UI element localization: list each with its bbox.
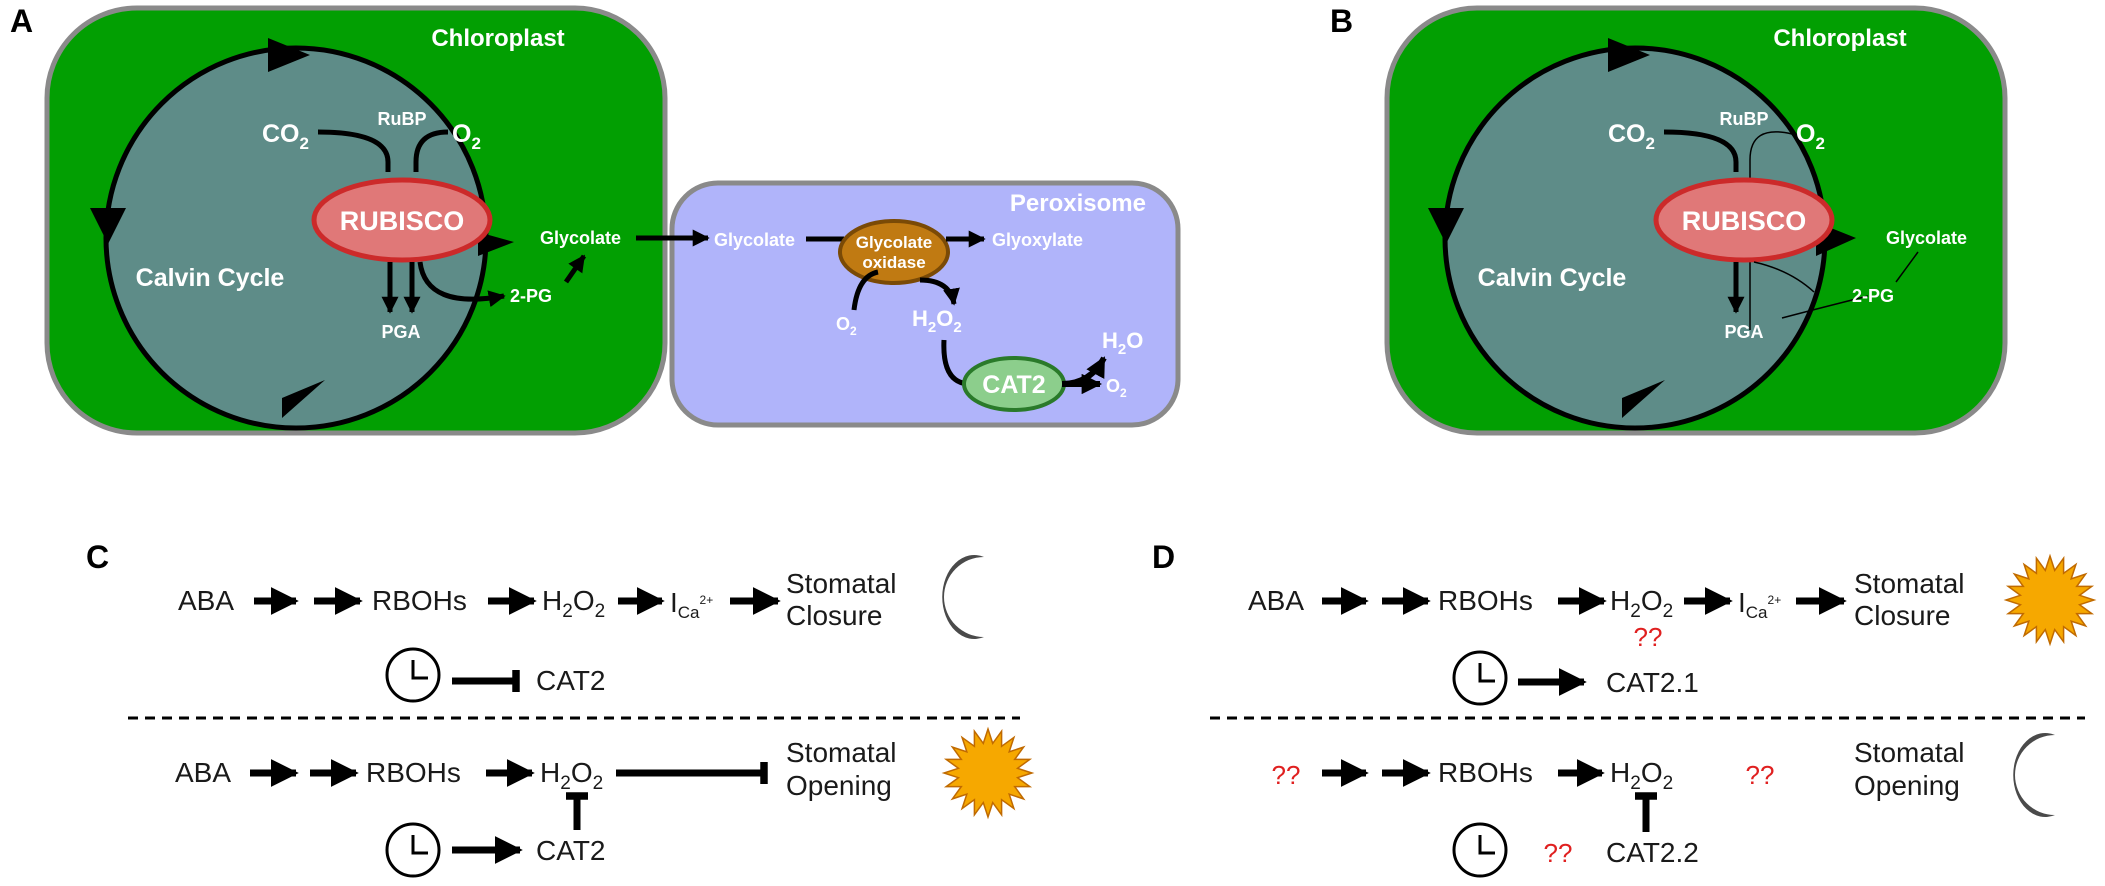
cat2-label-a: CAT2 xyxy=(982,371,1045,399)
aba-label-c-top: ABA xyxy=(178,585,234,616)
rubisco-a xyxy=(311,177,493,263)
clock-hands-c-top xyxy=(411,660,428,680)
h2o2-label-c-top: H2O2 xyxy=(542,585,605,622)
clock-hands-c-bottom xyxy=(411,835,428,855)
ica-label-d-top: ICa2+ xyxy=(1738,587,1781,622)
cat2-label-c-top: CAT2 xyxy=(536,665,606,696)
peroxisome xyxy=(669,180,1181,428)
peroxisome-label: Peroxisome xyxy=(1010,190,1146,217)
closure-label-c-top: Closure xyxy=(786,600,882,631)
two-pg-thin-line-b xyxy=(1753,261,1815,293)
glycolate-oxidase-label-2: oxidase xyxy=(862,253,925,272)
co2-label-b: CO2 xyxy=(1608,120,1655,153)
sun-icon-c xyxy=(941,726,1035,820)
stomatal-label-d-top: Stomatal xyxy=(1854,568,1965,599)
glyoxylate-label: Glyoxylate xyxy=(992,230,1083,250)
cycle-arrowhead-top-b xyxy=(1608,38,1650,72)
glycolate-per-label: Glycolate xyxy=(714,230,795,250)
cycle-arrowhead-right-a xyxy=(478,232,514,256)
rubisco-b xyxy=(1653,177,1835,263)
rubp-label-a: RuBP xyxy=(378,109,427,129)
clock-hands-d-top xyxy=(1478,663,1495,683)
two-pg-label-a: 2-PG xyxy=(510,286,552,306)
glycolate-arrow-a xyxy=(563,254,587,284)
co2-connector-b xyxy=(1663,129,1739,172)
aba-label-d-top: ABA xyxy=(1248,585,1304,616)
panel-label-a: A xyxy=(10,3,33,39)
o2-into-oxidase-line xyxy=(851,269,879,311)
o2-in-label: O2 xyxy=(836,314,857,338)
glycolate-oxidase xyxy=(838,219,950,285)
pga-label-a: PGA xyxy=(381,322,420,342)
h2o2-label-d-top: H2O2 xyxy=(1610,585,1673,622)
glycolate-thin-line-b xyxy=(1895,251,1919,283)
o2-label-b: O2 xyxy=(1796,120,1825,153)
pga-thin-line-b xyxy=(1781,295,1869,319)
ica-label-c-top: ICa2+ xyxy=(670,587,713,622)
co2-connector-a xyxy=(317,129,391,172)
h2o2-production-arrow xyxy=(919,277,960,306)
cycle-arrowhead-bottom-a xyxy=(282,380,325,418)
rbohs-label-d-bottom: RBOHs xyxy=(1438,757,1533,788)
panel-label-c: C xyxy=(86,539,109,575)
two-pg-label-b: 2-PG xyxy=(1852,286,1894,306)
rubp-label-b: RuBP xyxy=(1720,109,1769,129)
rubisco-label-a: RUBISCO xyxy=(340,206,465,236)
aba-label-c-bottom: ABA xyxy=(175,757,231,788)
clock-hands-d-bottom xyxy=(1478,835,1495,855)
h2o2-label-d-bottom: H2O2 xyxy=(1610,757,1673,794)
o2-out-label: O2 xyxy=(1106,376,1127,400)
opening-label-d-bottom: Opening xyxy=(1854,770,1960,801)
h2o-label: H2O xyxy=(1102,328,1143,358)
cat2-label-c-bottom: CAT2 xyxy=(536,835,606,866)
question-d-bottom-right: ?? xyxy=(1746,760,1775,790)
chloroplast-label-b: Chloroplast xyxy=(1773,25,1906,52)
rbohs-label-d-top: RBOHs xyxy=(1438,585,1533,616)
co2-label-a: CO2 xyxy=(262,120,309,153)
o2-label-a: O2 xyxy=(452,120,481,153)
stomatal-label-c-top: Stomatal xyxy=(786,568,897,599)
question-d-clock: ?? xyxy=(1544,838,1573,868)
panel-label-d: D xyxy=(1152,539,1175,575)
rubisco-label-b: RUBISCO xyxy=(1682,206,1807,236)
cycle-arrowhead-bottom-b xyxy=(1622,380,1665,418)
glycolate-oxidase-label-1: Glycolate xyxy=(856,233,933,252)
rbohs-label-c-top: RBOHs xyxy=(372,585,467,616)
cat2-1-label-d: CAT2.1 xyxy=(1606,667,1699,698)
moon-icon-c xyxy=(942,555,984,639)
calvin-cycle-label-b: Calvin Cycle xyxy=(1478,264,1627,292)
stomatal-label-c-bottom: Stomatal xyxy=(786,737,897,768)
opening-label-c-bottom: Opening xyxy=(786,770,892,801)
panel-label-b: B xyxy=(1330,3,1353,39)
moon-icon-d xyxy=(2013,733,2055,817)
o2-connector-thin-b xyxy=(1749,131,1793,330)
rbohs-label-c-bottom: RBOHs xyxy=(366,757,461,788)
question-d-bottom-left: ?? xyxy=(1272,760,1301,790)
cat2-2-label-d: CAT2.2 xyxy=(1606,837,1699,868)
cycle-arrowhead-left-b xyxy=(1428,208,1464,244)
pga-label-b: PGA xyxy=(1724,322,1763,342)
cycle-arrowhead-left-a xyxy=(90,208,126,244)
question-d-top: ?? xyxy=(1634,622,1663,652)
h2o2-label-a: H2O2 xyxy=(912,306,962,336)
stomatal-label-d-bottom: Stomatal xyxy=(1854,737,1965,768)
chloroplast-label-a: Chloroplast xyxy=(431,25,564,52)
cycle-arrowhead-top-a xyxy=(268,38,310,72)
h2o2-label-c-bottom: H2O2 xyxy=(540,757,603,794)
closure-label-d-top: Closure xyxy=(1854,600,1950,631)
glycolate-label-b: Glycolate xyxy=(1886,228,1967,248)
two-pg-arrow-a xyxy=(417,261,506,308)
calvin-cycle-label-a: Calvin Cycle xyxy=(136,264,285,292)
glycolate-chl-label-a: Glycolate xyxy=(540,228,621,248)
o2-connector-a xyxy=(413,129,449,172)
sun-icon-d xyxy=(2003,553,2097,647)
